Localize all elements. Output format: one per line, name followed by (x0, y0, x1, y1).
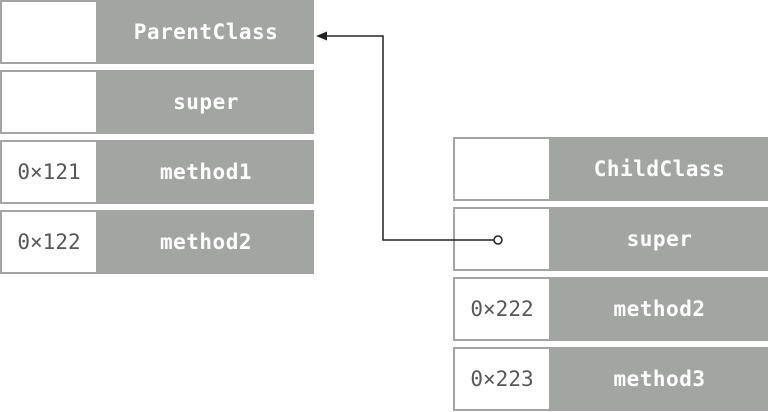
parent-method-row: 0×122 method2 (0, 210, 314, 274)
address-cell: 0×122 (0, 210, 98, 274)
address-cell (0, 0, 98, 64)
address-cell (0, 70, 98, 134)
address-cell: 0×223 (453, 347, 551, 411)
method-cell: method2 (98, 210, 314, 274)
parent-class-header-row: ParentClass (0, 0, 314, 64)
parent-class-table: ParentClass super 0×121 method1 0×122 me… (0, 0, 314, 276)
child-class-header-row: ChildClass (453, 137, 768, 201)
pointer-origin-dot (493, 235, 503, 245)
pointer-line (326, 35, 497, 241)
method-cell: method2 (551, 277, 768, 341)
super-cell: super (98, 70, 314, 134)
parent-super-row: super (0, 70, 314, 134)
address-cell: 0×121 (0, 140, 98, 204)
child-class-table: ChildClass super 0×222 method2 0×223 met… (453, 137, 768, 412)
child-method-row: 0×223 method3 (453, 347, 768, 411)
address-cell (453, 137, 551, 201)
super-cell: super (551, 207, 768, 271)
address-cell: 0×222 (453, 277, 551, 341)
method-cell: method3 (551, 347, 768, 411)
child-super-row: super (453, 207, 768, 271)
method-cell: method1 (98, 140, 314, 204)
arrowhead-icon (316, 31, 327, 41)
child-method-row: 0×222 method2 (453, 277, 768, 341)
class-name-cell: ParentClass (98, 0, 314, 64)
class-name-cell: ChildClass (551, 137, 768, 201)
parent-method-row: 0×121 method1 (0, 140, 314, 204)
